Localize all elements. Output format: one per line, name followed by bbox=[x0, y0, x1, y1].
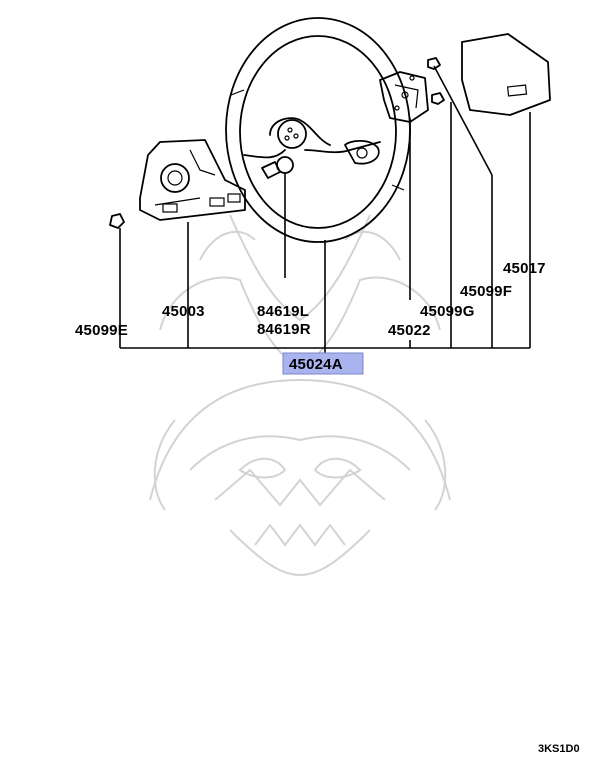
watermark-emblem bbox=[149, 214, 451, 577]
label-45099G[interactable]: 45099G bbox=[420, 303, 475, 320]
label-84619R[interactable]: 84619R bbox=[257, 321, 311, 338]
label-45017[interactable]: 45017 bbox=[503, 260, 546, 277]
leader-lines bbox=[119, 65, 531, 355]
horn-pad-45017-drawing bbox=[461, 33, 551, 116]
screw-45099G-drawing bbox=[431, 92, 445, 105]
screw-45099E-drawing bbox=[109, 213, 125, 229]
label-45099F[interactable]: 45099F bbox=[460, 283, 512, 300]
column-switch-drawing bbox=[139, 139, 246, 221]
label-45024A[interactable]: 45024A bbox=[289, 356, 343, 373]
label-45022[interactable]: 45022 bbox=[388, 322, 431, 339]
steering-wheel-drawing bbox=[225, 17, 411, 243]
screw-45099F-drawing bbox=[427, 57, 441, 70]
label-84619L[interactable]: 84619L bbox=[257, 303, 309, 320]
bracket-45022-drawing bbox=[379, 71, 429, 123]
highlight-box-45024A bbox=[282, 352, 364, 375]
label-45003[interactable]: 45003 bbox=[162, 303, 205, 320]
label-45099E[interactable]: 45099E bbox=[75, 322, 128, 339]
diagram-code: 3KS1D0 bbox=[538, 743, 580, 755]
